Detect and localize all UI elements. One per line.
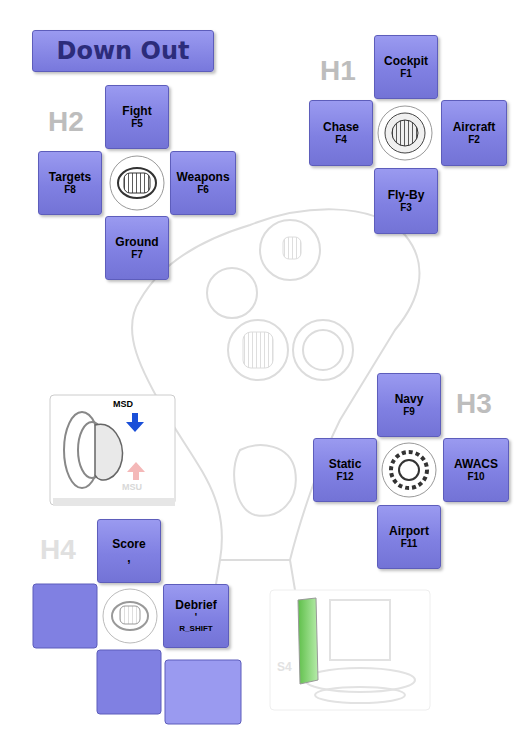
button-label: Ground [115,235,158,249]
hat-name: H3 [456,388,492,420]
key-binding: F2 [468,134,480,146]
button-label: AWACS [454,457,498,471]
button-label: Cockpit [384,54,428,68]
button-label: Fly-By [388,188,425,202]
hat-button: AWACSF10 [443,438,509,502]
hat-button: WeaponsF6 [170,151,236,215]
hat-button: TargetsF8 [38,151,102,215]
hat-button: Debrief'R_SHIFT [163,584,229,648]
button-label: Navy [395,392,424,406]
button-label: Targets [49,170,91,184]
switch-name: S4 [277,660,292,674]
key-binding: F6 [197,184,209,196]
key-binding: F3 [400,202,412,214]
hat-button: FightF5 [105,85,169,149]
key-binding: F1 [400,68,412,80]
axis-label: MSD [113,399,133,409]
axis-label: MSU [122,482,142,492]
button-label: Airport [389,524,429,538]
button-label: Fight [122,104,151,118]
button-label: Debrief [175,598,216,612]
hat-button: StaticF12 [313,438,377,502]
hat-name: H4 [40,534,76,566]
hat-button: Fly-ByF3 [374,168,438,234]
key-binding: F7 [131,249,143,261]
hat-name: H2 [48,106,84,138]
key-binding: F4 [335,134,347,146]
key-binding: F12 [336,471,353,483]
hat-button: GroundF7 [105,216,169,280]
hat-button: AirportF11 [377,505,441,569]
key-binding: , [127,551,130,565]
hat-button: NavyF9 [377,373,441,437]
hat-button: ChaseF4 [309,100,373,166]
title-box: Down Out [32,30,214,72]
hat-button: AircraftF2 [441,100,507,166]
hat-button: CockpitF1 [374,35,438,99]
key-binding: F11 [401,538,418,550]
key-binding: ' [195,612,197,624]
hat-name: H1 [320,55,356,87]
key-binding: F10 [467,471,484,483]
key-binding: F9 [403,406,415,418]
button-label: Weapons [176,170,229,184]
button-label: Chase [323,120,359,134]
key-binding: F8 [64,184,76,196]
hat-button: Score, [97,519,161,583]
button-label: Static [329,457,362,471]
button-label: Score [112,537,145,551]
title-text: Down Out [57,37,190,65]
button-label: Aircraft [453,120,496,134]
key-binding: F5 [131,118,143,130]
key-binding: R_SHIFT [179,624,212,634]
